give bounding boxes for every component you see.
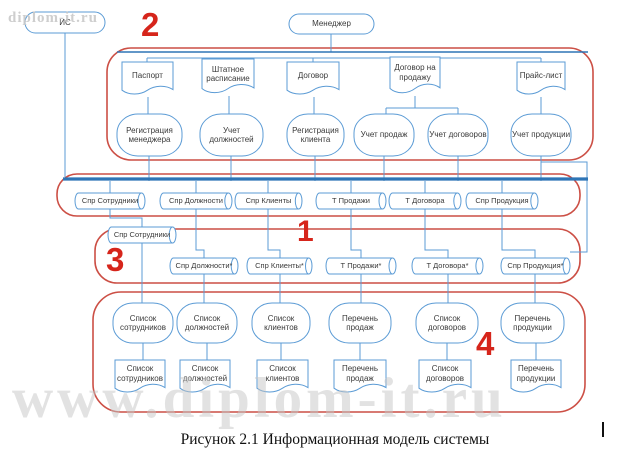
db-sales-star: Т Продажи* (340, 260, 382, 270)
process-shapes (116, 113, 572, 157)
db-products: Спр Продукция (475, 195, 529, 205)
db-clients: Спр Клиенты (245, 195, 292, 205)
db-positions: Спр Должности (169, 195, 223, 205)
connector-lines (64, 33, 588, 360)
doc-products-list: Перечень продукции (516, 364, 556, 383)
bus-junction-dots (147, 177, 543, 181)
node-is: ИС (59, 17, 71, 27)
db-clients-star: Спр Клиенты* (255, 260, 304, 270)
output-clients-list: Список клиентов (264, 313, 298, 332)
doc-sales-list: Перечень продаж (341, 364, 379, 383)
doc-clients-list: Список клиентов (265, 364, 300, 383)
doc-contracts-list: Список договоров (425, 364, 465, 383)
output-contracts-list: Список договоров (427, 313, 467, 332)
group-frames (56, 47, 594, 413)
top-document-shapes (121, 56, 566, 95)
doc-employees-list: Список сотрудников (117, 364, 163, 383)
node-manager: Менеджер (312, 19, 351, 29)
process-client-registration: Регистрация клиента (292, 125, 339, 144)
process-sales-accounting: Учет продаж (360, 130, 408, 140)
doc-positions-list: Список должностей (182, 364, 228, 383)
text-cursor-icon (602, 422, 604, 437)
db-sales: Т Продажи (332, 195, 370, 205)
output-shapes (112, 302, 565, 344)
doc-contract: Договор (297, 70, 329, 80)
group-4-label: 4 (476, 325, 495, 362)
output-sales-list: Перечень продаж (341, 313, 379, 332)
process-positions-accounting: Учет должностей (209, 125, 254, 144)
db-contracts-star: Т Договора* (426, 260, 469, 270)
doc-passport: Паспорт (132, 70, 163, 80)
group-2-frame (106, 47, 594, 161)
db-products-star: Спр Продукция* (507, 260, 564, 270)
process-manager-registration: Регистрация менеджера (126, 125, 173, 144)
figure-caption: Рисунок 2.1 Информационная модель систем… (180, 431, 490, 448)
group-1-label: 1 (297, 215, 314, 248)
doc-price-list: Прайс-лист (519, 70, 563, 80)
db-contracts: Т Договора (405, 195, 445, 205)
doc-staff-schedule: Штатное расписание (206, 64, 250, 83)
doc-sales-contract: Договор на продажу (394, 63, 436, 82)
node-manager-shape (288, 13, 375, 35)
db-positions-star: Спр Должности* (175, 260, 233, 270)
output-positions-list: Список должностей (184, 313, 230, 332)
group-3-label: 3 (106, 241, 125, 278)
group-3-frame (94, 228, 581, 284)
output-products-list: Перечень продукции (513, 313, 552, 332)
process-products-accounting: Учет продукции (511, 130, 571, 140)
group-4-frame (92, 291, 586, 413)
terminator-shapes (24, 11, 375, 35)
group-1-frame (56, 173, 581, 217)
output-employees-list: Список сотрудников (120, 313, 166, 332)
db-employees-copy: Спр Сотрудники (113, 229, 171, 239)
group-2-label: 2 (141, 6, 160, 43)
db-employees: Спр Сотрудники (81, 195, 139, 205)
process-contracts-accounting: Учет договоров (429, 130, 487, 140)
node-is-shape (24, 11, 106, 34)
